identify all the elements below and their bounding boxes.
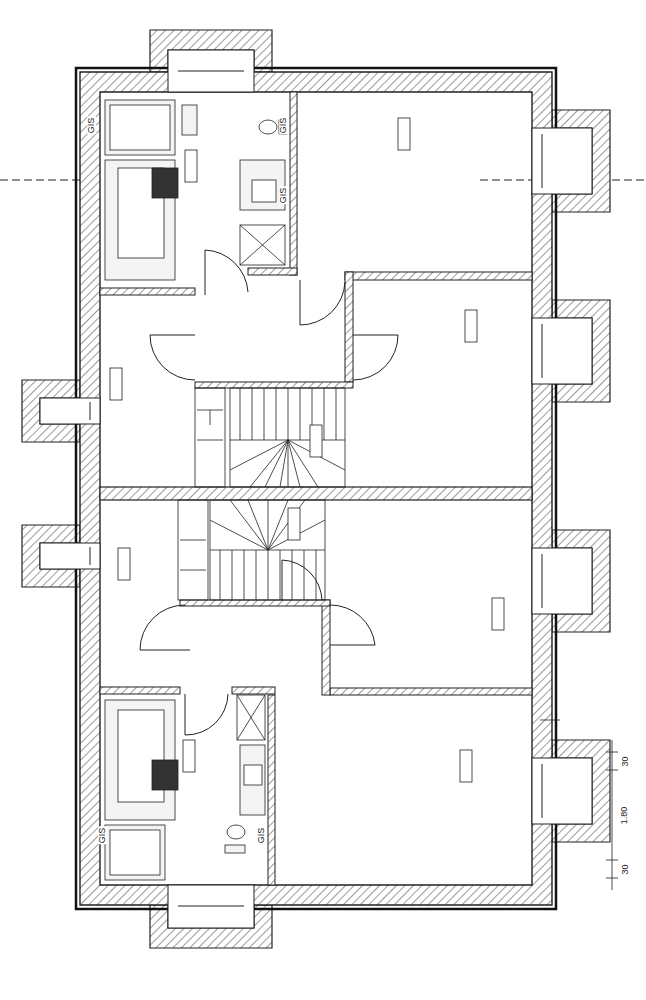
dimension: 30	[621, 755, 630, 767]
dimension: 1.80	[620, 805, 629, 825]
wall-code: GIS	[87, 116, 96, 134]
wall-code: GIS	[279, 186, 288, 204]
wall-code: GIS	[279, 116, 288, 134]
wall-code: GIS	[98, 826, 107, 844]
dimension: 30	[621, 863, 630, 875]
wall-code: GIS	[257, 826, 266, 844]
